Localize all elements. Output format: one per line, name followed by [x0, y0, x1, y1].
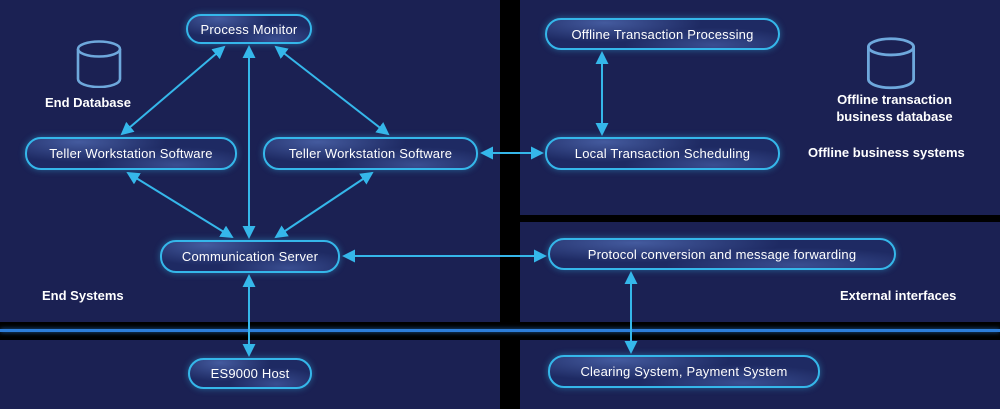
- label-offline-business-systems: Offline business systems: [808, 145, 965, 160]
- label-offline-transaction-business-database: Offline transaction business database: [836, 92, 953, 124]
- label-end-database: End Database: [45, 95, 131, 110]
- database-cylinder-icon: [76, 40, 122, 88]
- database-cylinder-icon: [866, 37, 916, 90]
- node-teller-workstation-software-1: Teller Workstation Software: [25, 137, 237, 170]
- node-teller-workstation-software-2: Teller Workstation Software: [263, 137, 478, 170]
- node-protocol-conversion: Protocol conversion and message forwardi…: [548, 238, 896, 270]
- panel-external-interfaces: [520, 222, 1000, 322]
- node-clearing-payment-system: Clearing System, Payment System: [548, 355, 820, 388]
- node-process-monitor: Process Monitor: [186, 14, 312, 44]
- horizontal-divider-line: [0, 329, 1000, 332]
- node-local-transaction-scheduling: Local Transaction Scheduling: [545, 137, 780, 170]
- label-end-systems: End Systems: [42, 288, 124, 303]
- node-offline-transaction-processing: Offline Transaction Processing: [545, 18, 780, 50]
- label-external-interfaces: External interfaces: [840, 288, 957, 303]
- node-es9000-host: ES9000 Host: [188, 358, 312, 389]
- node-communication-server: Communication Server: [160, 240, 340, 273]
